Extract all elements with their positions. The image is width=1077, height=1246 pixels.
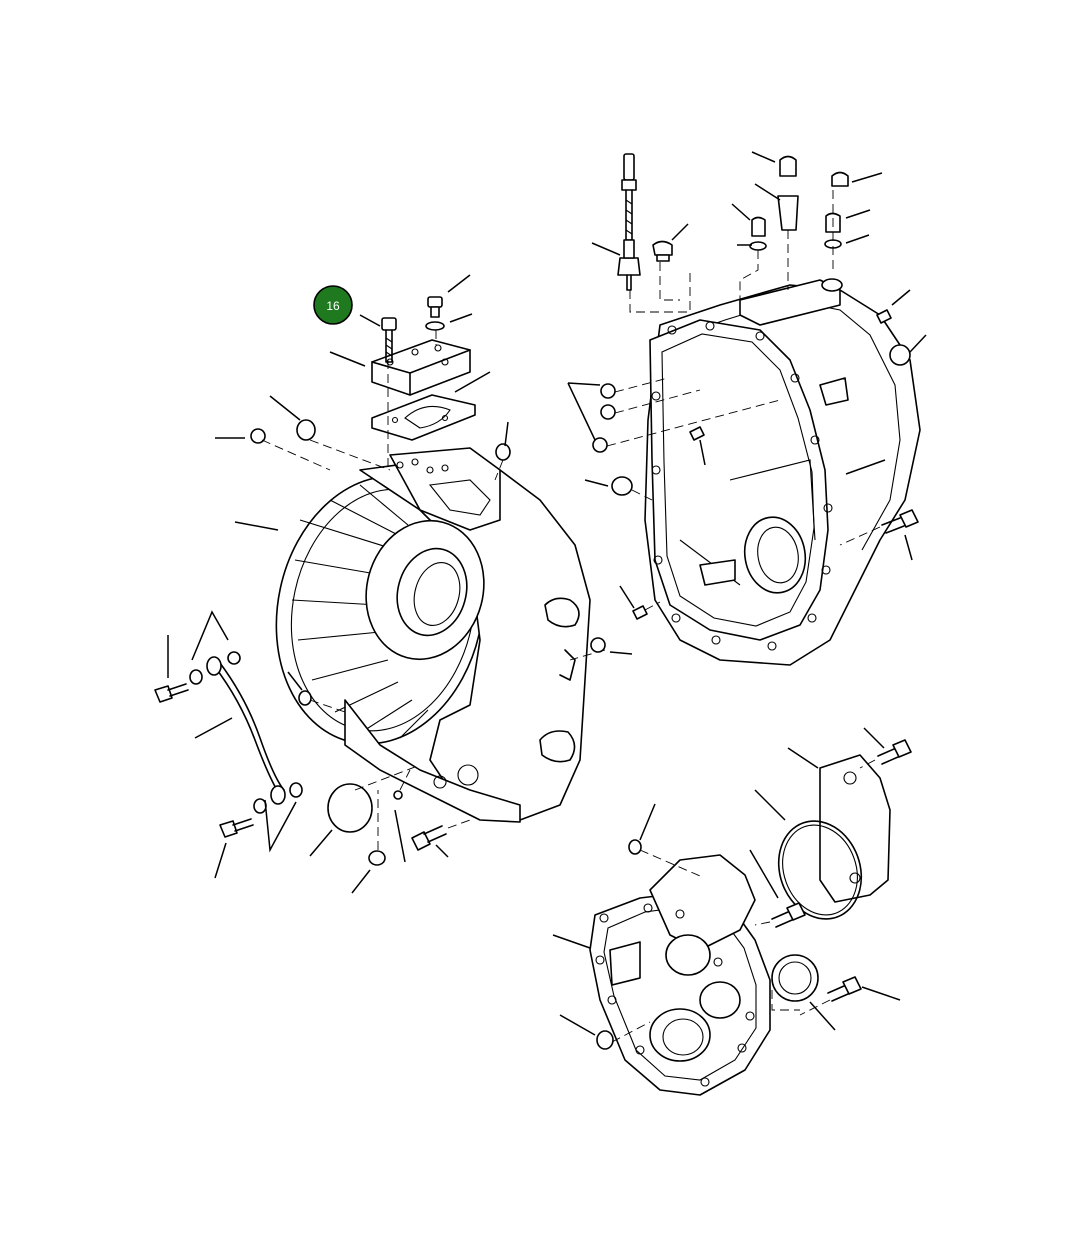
front-cover: [589, 854, 771, 1096]
plug-with-washer: [425, 296, 445, 331]
o-rings: [592, 383, 633, 496]
oil-seal: [771, 954, 819, 1002]
speed-sensor: [617, 153, 641, 291]
cover-bolts: [596, 739, 912, 1050]
rear-housing: [644, 278, 921, 666]
ground-strap: [154, 651, 303, 838]
assembly-lines: [261, 190, 881, 1043]
housing-bolt: [411, 825, 447, 851]
top-plugs: [652, 155, 849, 262]
dowel-pins: [632, 309, 892, 620]
housing-plugs: [250, 419, 606, 866]
cover-gasket: [371, 394, 476, 441]
plate-bolt: [381, 317, 397, 363]
leader-lines: [167, 151, 927, 1036]
plate-o-ring: [777, 820, 863, 920]
bell-housing: [275, 447, 591, 823]
access-plate: [819, 754, 891, 903]
callout-number: 16: [326, 299, 340, 313]
callout-badge[interactable]: 16: [313, 285, 353, 325]
callout-circle: [313, 285, 353, 325]
rear-housing-bolt: [881, 509, 919, 534]
